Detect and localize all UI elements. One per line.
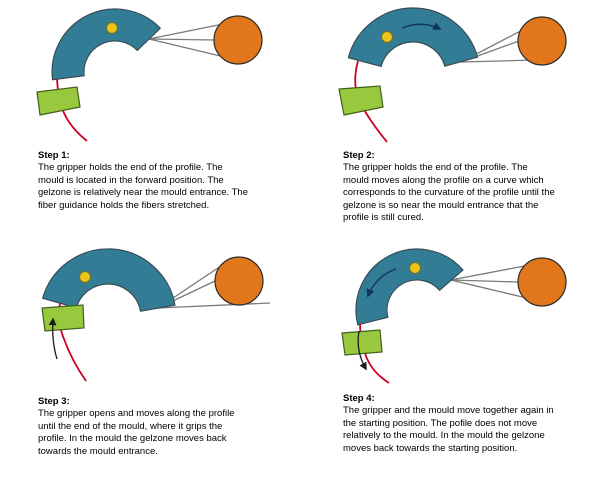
gelzone-dot <box>106 22 118 34</box>
step-3-diagram <box>41 248 271 382</box>
step-1-panel: Step 1: The gripper holds the end of the… <box>0 0 302 240</box>
gripper-shape <box>338 85 384 116</box>
gelzone-dot <box>409 262 421 274</box>
step-1-title: Step 1: <box>38 150 70 161</box>
step-3-caption: Step 3: The gripper opens and moves alon… <box>38 396 300 458</box>
step-4-description: The gripper and the mould move together … <box>343 405 554 454</box>
fiber-line <box>450 279 536 301</box>
step-2-diagram <box>338 7 567 143</box>
fibers-lines <box>450 263 536 301</box>
gelzone-dot <box>381 31 393 43</box>
fiber-line <box>157 302 271 309</box>
mould-arc <box>51 8 162 81</box>
mould-arc <box>41 248 176 312</box>
fiber-line <box>148 38 215 41</box>
gripper-shape <box>341 329 383 356</box>
gripper-motion-arrow <box>357 330 367 371</box>
fiber-line <box>450 263 536 281</box>
step-2-title: Step 2: <box>343 150 375 161</box>
fiber-guidance-circle <box>517 16 567 66</box>
step-3-title: Step 3: <box>38 396 70 407</box>
step-1-description: The gripper holds the end of the profile… <box>38 162 249 211</box>
step-3-description: The gripper opens and moves along the pr… <box>38 408 235 457</box>
gripper-motion-arrow <box>48 317 58 360</box>
mould-arc <box>355 248 464 326</box>
gripper-shape <box>41 304 85 332</box>
step-4-title: Step 4: <box>343 393 375 404</box>
step-1-caption: Step 1: The gripper holds the end of the… <box>38 150 300 212</box>
fiber-line <box>450 279 519 283</box>
gelzone-dot <box>79 271 91 283</box>
gripper-shape <box>36 86 81 116</box>
fiber-line <box>460 59 537 63</box>
step-4-panel: Step 4: The gripper and the mould move t… <box>302 240 604 480</box>
mould-motion-arrow <box>401 22 442 30</box>
step-4-diagram <box>341 248 567 384</box>
fiber-guidance-circle <box>213 15 263 65</box>
mould-arc <box>347 7 479 68</box>
step-2-caption: Step 2: The gripper holds the end of the… <box>343 150 604 224</box>
fiber-guidance-circle <box>214 256 264 306</box>
fiber-line <box>148 38 234 60</box>
step-2-description: The gripper holds the end of the profile… <box>343 162 555 224</box>
mould-motion-arrow <box>366 268 397 298</box>
step-1-diagram <box>36 8 263 142</box>
step-4-caption: Step 4: The gripper and the mould move t… <box>343 393 604 455</box>
step-2-panel: Step 2: The gripper holds the end of the… <box>302 0 604 240</box>
fiber-guidance-circle <box>517 257 567 307</box>
step-3-panel: Step 3: The gripper opens and moves alon… <box>0 240 302 480</box>
